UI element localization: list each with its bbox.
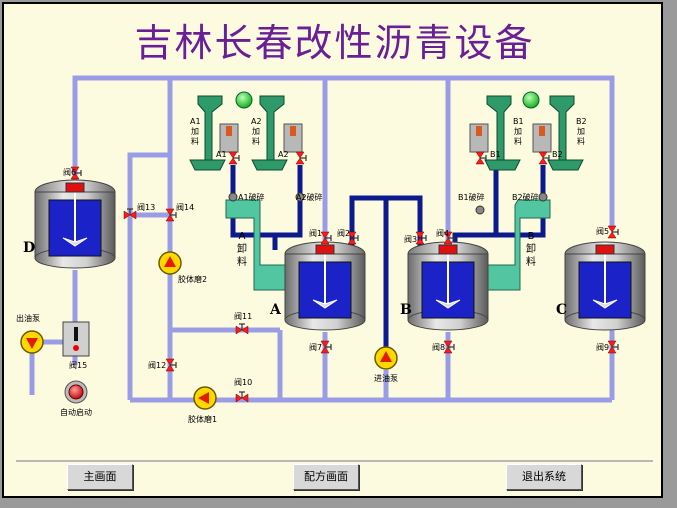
exit-system-button[interactable]: 退出系统 (506, 464, 582, 490)
colloid-mill-2-label: 胶体磨2 (178, 275, 208, 284)
colloid-mill-1-icon[interactable] (193, 386, 217, 410)
valve-10-label: 阀10 (234, 378, 253, 387)
feeder-b1-char-2: 料 (514, 137, 522, 146)
feed-valve-a2-label: A2 (278, 150, 289, 159)
feeder-a1-char-2: 料 (191, 137, 199, 146)
valve-15-label: 阀15 (69, 361, 88, 370)
feed-valve-a1-label: A1 (216, 150, 227, 159)
valve-12-label: 阀12 (148, 361, 167, 370)
unload-a-label: A 卸 料 (237, 230, 247, 269)
feeder-b1-name: B1 (513, 117, 524, 126)
outlet-pump-label: 出油泵 (16, 314, 40, 323)
unload-a-char-2: 料 (237, 257, 247, 268)
crusher-b2-icon (538, 192, 548, 202)
crusher-b1-icon (475, 205, 485, 215)
valve-5-icon[interactable] (607, 225, 619, 239)
crusher-a1-icon (228, 192, 238, 202)
auto-start-label: 自动启动 (60, 408, 92, 417)
status-lamp-b (522, 91, 540, 109)
valve-8-label: 阀8 (432, 343, 446, 352)
valve-2-label: 阀2 (337, 229, 351, 238)
unload-a-char-1: 卸 (237, 244, 247, 255)
crusher-a2-icon (295, 192, 305, 202)
inlet-pump-icon[interactable] (374, 346, 398, 370)
feeder-b1-tag: B1 加 料 (513, 117, 524, 147)
unload-a-name: A (238, 231, 246, 242)
valve-feed-a1-icon[interactable] (228, 151, 240, 165)
page-title: 吉林长春改性沥青设备 (134, 21, 535, 65)
valve-feed-a2-icon[interactable] (295, 151, 307, 165)
crusher-a1-label: A1破碎 (238, 193, 265, 202)
unload-b-char-2: 料 (526, 257, 536, 268)
unload-chute-a (225, 199, 291, 291)
feeder-a1-tag: A1 加 料 (190, 117, 201, 147)
valve-9-label: 阀9 (596, 343, 610, 352)
outlet-pump-icon[interactable] (20, 330, 44, 354)
valve-15-switch[interactable] (62, 321, 90, 357)
valve-14-label: 阀14 (176, 203, 195, 212)
valve-5-label: 阀5 (596, 227, 610, 236)
feeder-a1-name: A1 (190, 117, 201, 126)
tank-a-label: A (270, 302, 281, 318)
main-screen-button[interactable]: 主画面 (67, 464, 133, 490)
unload-chute-b (484, 199, 551, 291)
unload-b-char-1: 卸 (526, 244, 536, 255)
tank-b (407, 241, 489, 331)
divider (16, 460, 653, 462)
feed-valve-b2-label: B2 (552, 150, 563, 159)
feeder-b2 (532, 95, 584, 171)
feeder-b1-char-1: 加 (514, 127, 522, 136)
feed-valve-b1-label: B1 (490, 150, 501, 159)
feeder-a2-tag: A2 加 料 (251, 117, 262, 147)
feeder-a2-char-2: 料 (252, 137, 260, 146)
tank-d (34, 179, 116, 269)
valve-3-label: 阀3 (404, 235, 418, 244)
status-lamp-a (235, 91, 253, 109)
valve-1-label: 阀1 (309, 229, 323, 238)
inlet-pump-label: 进油泵 (374, 374, 398, 383)
valve-11-label: 阀11 (234, 312, 253, 321)
colloid-mill-1-label: 胶体磨1 (188, 415, 218, 424)
valve-13-label: 阀13 (137, 203, 156, 212)
feeder-a2-char-1: 加 (252, 127, 260, 136)
unload-b-name: B (527, 231, 535, 242)
tank-b-label: B (400, 302, 412, 318)
feeder-b2-char-2: 料 (577, 137, 585, 146)
feeder-b2-char-1: 加 (577, 127, 585, 136)
tank-c-label: C (556, 302, 568, 318)
feeder-a2 (251, 95, 303, 171)
feeder-b2-tag: B2 加 料 (576, 117, 587, 147)
crusher-a2-label: A2破碎 (296, 193, 323, 202)
recipe-screen-button[interactable]: 配方画面 (293, 464, 359, 490)
tank-d-label: D (23, 240, 36, 256)
valve-7-label: 阀7 (309, 343, 323, 352)
valve-feed-b2-icon[interactable] (538, 151, 550, 165)
feeder-b2-name: B2 (576, 117, 587, 126)
colloid-mill-2-icon[interactable] (158, 251, 182, 275)
pipes-dark (230, 165, 546, 350)
unload-b-label: B 卸 料 (526, 230, 536, 269)
valve-4-label: 阀4 (436, 229, 450, 238)
crusher-b2-label: B2破碎 (512, 193, 539, 202)
valve-feed-b1-icon[interactable] (475, 151, 487, 165)
crusher-b1-label: B1破碎 (458, 193, 485, 202)
tank-c (564, 241, 646, 331)
tank-a (284, 241, 366, 331)
auto-start-button[interactable] (64, 380, 88, 404)
feeder-b1 (469, 95, 521, 171)
feeder-a1-char-1: 加 (191, 127, 199, 136)
feeder-a2-name: A2 (251, 117, 262, 126)
valve-6-label: 阀6 (63, 168, 77, 177)
